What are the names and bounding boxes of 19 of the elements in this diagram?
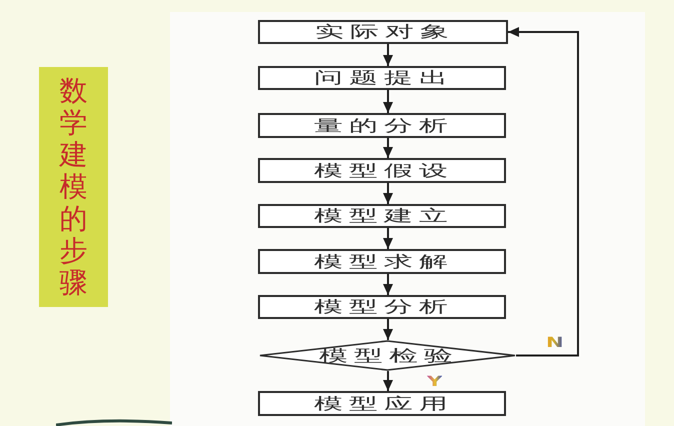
arrow	[383, 228, 393, 249]
process-box: 模型求解	[258, 249, 506, 274]
arrow	[508, 27, 579, 356]
process-box: 量的分析	[258, 113, 506, 138]
arrow	[383, 138, 393, 158]
arrow	[383, 319, 393, 340]
process-box: 模型建立	[258, 204, 506, 228]
process-box: 模型应用	[258, 391, 506, 416]
title-banner: 数学建模的步骤	[39, 67, 108, 307]
process-box: 模型假设	[258, 158, 506, 183]
process-box: 实际对象	[258, 20, 508, 44]
decision-diamond: 模型检验	[259, 340, 516, 371]
arrow	[383, 274, 393, 295]
arrow	[383, 44, 393, 66]
arrow	[383, 183, 393, 204]
process-box: 模型分析	[258, 295, 506, 319]
arrow	[383, 90, 393, 113]
process-box: 问题提出	[258, 66, 506, 90]
arrow	[383, 371, 393, 391]
